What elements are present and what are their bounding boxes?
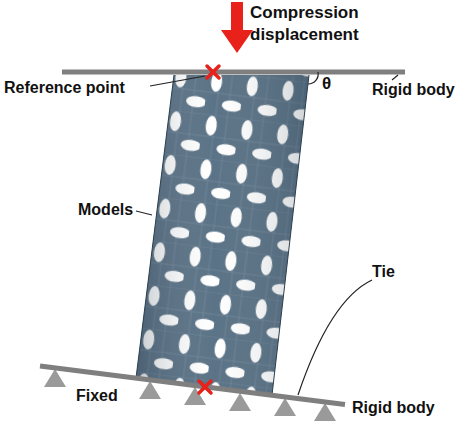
angle-arc (308, 72, 318, 84)
arrow-shaft (231, 2, 243, 31)
part-label: Reference point (4, 78, 125, 98)
support-symbols (44, 369, 336, 421)
arrow-head (221, 30, 253, 53)
tube-model (120, 60, 330, 410)
part-label: Rigid body (352, 398, 435, 418)
part-label: Tie (372, 262, 395, 282)
reference-marker (199, 66, 219, 393)
part-label: Rigid body (372, 80, 455, 100)
part-label: Fixed (76, 386, 118, 406)
leader-line (136, 75, 398, 395)
part-label: Models (78, 200, 133, 220)
load-label: Compression displacement (250, 2, 378, 46)
angle-symbol: θ (322, 74, 331, 94)
rigid-plate (62, 70, 405, 75)
